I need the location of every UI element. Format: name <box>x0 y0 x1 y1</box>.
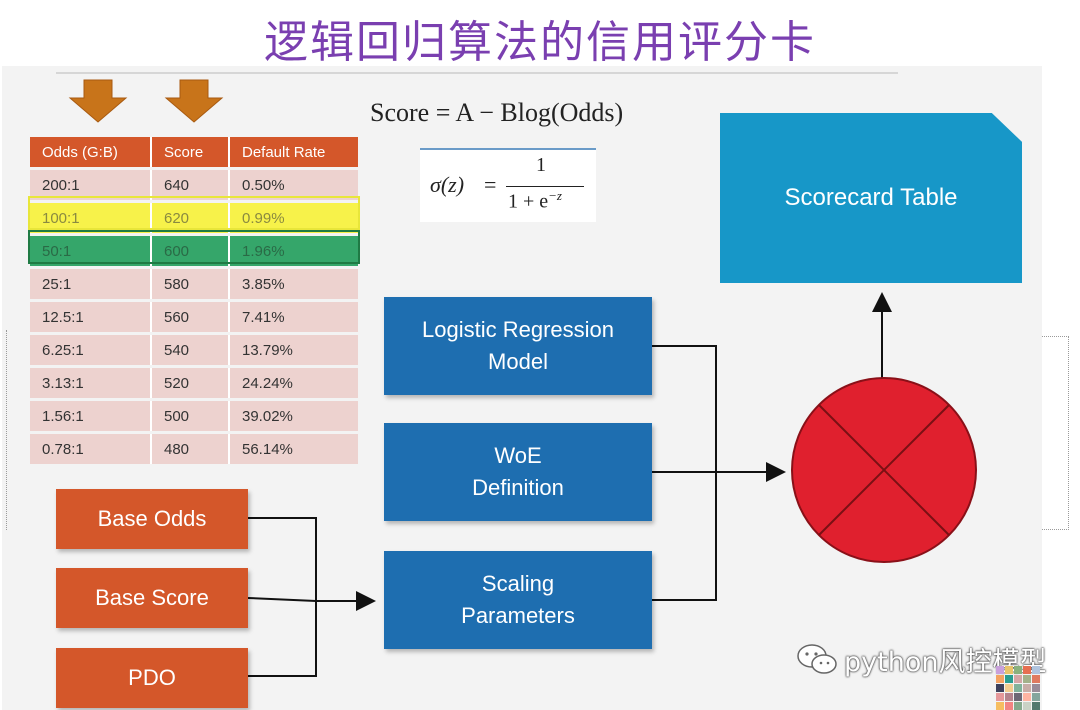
cell-default-rate: 56.14% <box>230 434 358 464</box>
cell-score: 580 <box>152 269 230 299</box>
cell-odds: 6.25:1 <box>30 335 152 365</box>
table-row: 3.13:1 520 24.24% <box>30 368 358 398</box>
table-header-row: Odds (G:B) Score Default Rate <box>30 137 358 167</box>
cell-default-rate: 39.02% <box>230 401 358 431</box>
fraction-bar <box>506 186 584 187</box>
cell-score: 640 <box>152 170 230 200</box>
connector-pdo <box>248 601 317 677</box>
connector-base-odds <box>248 517 317 601</box>
score-formula: Score = A − Blog(Odds) <box>370 98 624 127</box>
cell-odds: 50:1 <box>30 236 152 266</box>
woe-definition-box: WoE Definition <box>384 423 652 521</box>
cell-score: 540 <box>152 335 230 365</box>
cell-default-rate: 3.85% <box>230 269 358 299</box>
cell-odds: 100:1 <box>30 203 152 233</box>
pdo-box: PDO <box>56 648 248 708</box>
wechat-icon <box>797 643 837 674</box>
logistic-regression-box: Logistic Regression Model <box>384 297 652 395</box>
cell-score: 520 <box>152 368 230 398</box>
cell-score: 500 <box>152 401 230 431</box>
cell-default-rate: 0.99% <box>230 203 358 233</box>
woe-label-line1: WoE <box>494 443 542 468</box>
table-row-highlight-yellow: 100:1 620 0.99% <box>30 203 358 233</box>
base-score-box: Base Score <box>56 568 248 628</box>
sigmoid-numerator: 1 <box>536 154 546 176</box>
down-arrow-odds-icon <box>68 79 128 123</box>
table-row: 200:1 640 0.50% <box>30 170 358 200</box>
cell-score: 480 <box>152 434 230 464</box>
cell-odds: 3.13:1 <box>30 368 152 398</box>
lr-label-line1: Logistic Regression <box>422 317 614 342</box>
table-row-highlight-green: 50:1 600 1.96% <box>30 236 358 266</box>
header-odds: Odds (G:B) <box>30 137 152 167</box>
sigmoid-lhs: σ(z) <box>430 172 465 197</box>
cell-odds: 25:1 <box>30 269 152 299</box>
table-row: 25:1 580 3.85% <box>30 269 358 299</box>
table-row: 6.25:1 540 13.79% <box>30 335 358 365</box>
cell-default-rate: 24.24% <box>230 368 358 398</box>
cell-score: 620 <box>152 203 230 233</box>
scaling-label-line2: Parameters <box>461 603 575 628</box>
cell-odds: 200:1 <box>30 170 152 200</box>
header-score: Score <box>152 137 230 167</box>
table-row: 0.78:1 480 56.14% <box>30 434 358 464</box>
connector-base-score <box>247 591 376 611</box>
sigmoid-den-exp: −z <box>548 188 562 203</box>
woe-label-line2: Definition <box>472 475 564 500</box>
cell-score: 560 <box>152 302 230 332</box>
lr-label-line2: Model <box>488 349 548 374</box>
scorecard-table-box: Scorecard Table <box>720 113 1022 283</box>
odds-score-table: Odds (G:B) Score Default Rate 200:1 640 … <box>30 134 358 467</box>
cell-default-rate: 13.79% <box>230 335 358 365</box>
cell-default-rate: 7.41% <box>230 302 358 332</box>
mosaic-logo-icon <box>996 666 1040 710</box>
table-row: 1.56:1 500 39.02% <box>30 401 358 431</box>
base-odds-box: Base Odds <box>56 489 248 549</box>
scaling-label-line1: Scaling <box>481 571 555 596</box>
sigmoid-den-base: 1 + e <box>508 190 549 213</box>
divider-line <box>56 72 898 74</box>
left-dotted-bracket <box>0 330 7 530</box>
cell-default-rate: 0.50% <box>230 170 358 200</box>
table-row: 12.5:1 560 7.41% <box>30 302 358 332</box>
sigmoid-denominator: 1 + e−z <box>508 188 562 214</box>
sigmoid-formula: σ(z) = 1 1 + e−z <box>420 148 596 222</box>
right-dotted-bracket <box>1042 336 1069 530</box>
cell-odds: 12.5:1 <box>30 302 152 332</box>
cell-odds: 0.78:1 <box>30 434 152 464</box>
connector-lr <box>652 345 717 472</box>
down-arrow-score-icon <box>164 79 224 123</box>
cell-odds: 1.56:1 <box>30 401 152 431</box>
cell-default-rate: 1.96% <box>230 236 358 266</box>
scaling-parameters-box: Scaling Parameters <box>384 551 652 649</box>
connector-scaling <box>652 472 717 601</box>
cell-score: 600 <box>152 236 230 266</box>
page-title: 逻辑回归算法的信用评分卡 <box>264 17 816 68</box>
header-default-rate: Default Rate <box>230 137 358 167</box>
sigmoid-equals: = <box>484 172 497 197</box>
